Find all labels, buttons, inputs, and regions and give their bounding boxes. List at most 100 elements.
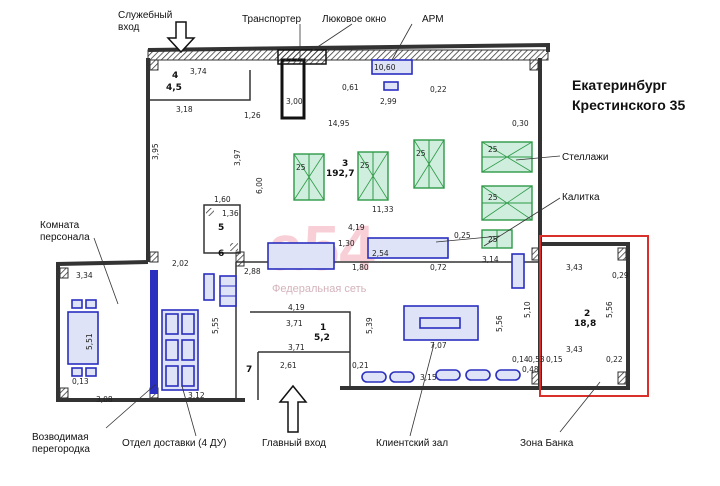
rack-4 [481,141,533,173]
svg-text:3,97: 3,97 [233,149,242,166]
label-main-entrance: Главный вход [262,438,326,449]
svg-text:2,61: 2,61 [280,361,297,370]
rack-1 [293,153,325,201]
svg-text:6,00: 6,00 [255,177,264,194]
table-a [267,242,335,270]
rack-unit: 25 [360,161,370,170]
service-entrance-arrow [166,21,196,54]
label-racks: Стеллажи [562,152,608,163]
dimension-labels: 3,74 3,00 3,18 1,26 14,95 10,60 2,99 3,9… [72,63,629,404]
watermark-subtitle: Федеральная сеть [272,283,367,295]
label-staff-room: Комната [40,220,80,231]
svg-text:11,33: 11,33 [372,205,394,214]
label-partition: перегородка [32,444,90,455]
svg-text:5,39: 5,39 [365,317,374,334]
delivery-racks [219,275,237,307]
svg-text:3,14: 3,14 [482,255,499,264]
svg-text:3,43: 3,43 [566,263,583,272]
svg-text:0,22: 0,22 [430,85,447,94]
room-7-number: 7 [246,365,252,375]
svg-text:0,13: 0,13 [72,377,89,386]
rack-5 [481,185,533,221]
label-gate: Калитка [562,192,600,203]
svg-text:4,19: 4,19 [288,303,305,312]
svg-text:5,56: 5,56 [495,315,504,332]
rack-unit: 25 [488,145,498,154]
delivery-desk [203,273,215,301]
svg-text:1,36: 1,36 [222,209,239,218]
svg-text:0,30: 0,30 [512,119,529,128]
label-bank-zone: Зона Банка [520,438,574,449]
rack-2 [357,151,389,201]
label-service-entrance: Служебный [118,9,172,21]
svg-text:10,60: 10,60 [374,63,396,72]
svg-text:0,48: 0,48 [522,365,539,374]
rack-unit: 25 [488,193,498,202]
svg-text:0,53: 0,53 [528,355,545,364]
svg-text:14,95: 14,95 [328,119,350,128]
bank-zone-frame [539,235,649,397]
svg-text:3,71: 3,71 [286,319,303,328]
label-delivery-dept: Отдел доставки (4 ДУ) [122,438,226,449]
room-3-number: 3 [342,159,348,169]
label-hatch-window: Люковое окно [322,14,387,25]
svg-text:2,54: 2,54 [372,249,389,258]
room-1-number: 1 [320,323,326,333]
svg-text:3,34: 3,34 [76,271,93,280]
svg-text:5,55: 5,55 [211,317,220,334]
svg-text:0,61: 0,61 [342,83,359,92]
svg-text:4,19: 4,19 [348,223,365,232]
label-partition: Возводимая [32,432,89,443]
svg-text:3,18: 3,18 [176,105,193,114]
svg-text:3,15: 3,15 [420,373,437,382]
svg-text:3,00: 3,00 [286,97,303,106]
svg-text:1,80: 1,80 [352,263,369,272]
room-2-area: 18,8 [574,319,596,329]
address-title: Крестинского 35 [572,97,685,113]
svg-text:5,51: 5,51 [85,333,94,350]
svg-text:0,25: 0,25 [454,231,471,240]
svg-text:3,43: 3,43 [566,345,583,354]
staff-table [67,299,99,377]
svg-text:3,95: 3,95 [151,143,160,160]
svg-text:3,71: 3,71 [288,343,305,352]
label-service-entrance: вход [118,22,140,33]
rack-unit: 25 [296,163,306,172]
svg-text:1,60: 1,60 [214,195,231,204]
stair-block [203,204,241,254]
svg-text:2,88: 2,88 [244,267,261,276]
arm-chair [383,81,399,91]
svg-text:7,07: 7,07 [430,341,447,350]
bank-terminal [511,253,525,289]
room-5-number: 5 [218,223,224,233]
room-4-number: 4 [172,71,178,81]
room-4-area: 4,5 [166,83,182,93]
rack-unit: 25 [416,149,426,158]
svg-text:5,10: 5,10 [523,301,532,318]
client-table [403,305,479,341]
label-staff-room: персонала [40,232,90,243]
svg-text:2,02: 2,02 [172,259,189,268]
conveyor [280,58,306,120]
svg-text:0,14: 0,14 [512,355,529,364]
room-2-number: 2 [584,309,590,319]
furniture [67,59,525,394]
svg-text:5,56: 5,56 [605,301,614,318]
room-6-number: 6 [218,249,224,259]
svg-text:0,29: 0,29 [612,271,629,280]
svg-text:3,74: 3,74 [190,67,207,76]
svg-text:2,99: 2,99 [380,97,397,106]
waiting-seats [361,369,521,383]
svg-text:3,12: 3,12 [188,391,205,400]
room-1-area: 5,2 [314,333,330,343]
svg-text:0,72: 0,72 [430,263,447,272]
svg-text:3,08: 3,08 [96,395,113,404]
svg-text:0,21: 0,21 [352,361,369,370]
leader-lines [93,23,601,437]
city-title: Екатеринбург [572,77,667,93]
svg-text:1,26: 1,26 [244,111,261,120]
room-3-area: 192,7 [326,169,354,179]
rack-3 [413,139,445,189]
label-client-hall: Клиентский зал [376,438,448,449]
